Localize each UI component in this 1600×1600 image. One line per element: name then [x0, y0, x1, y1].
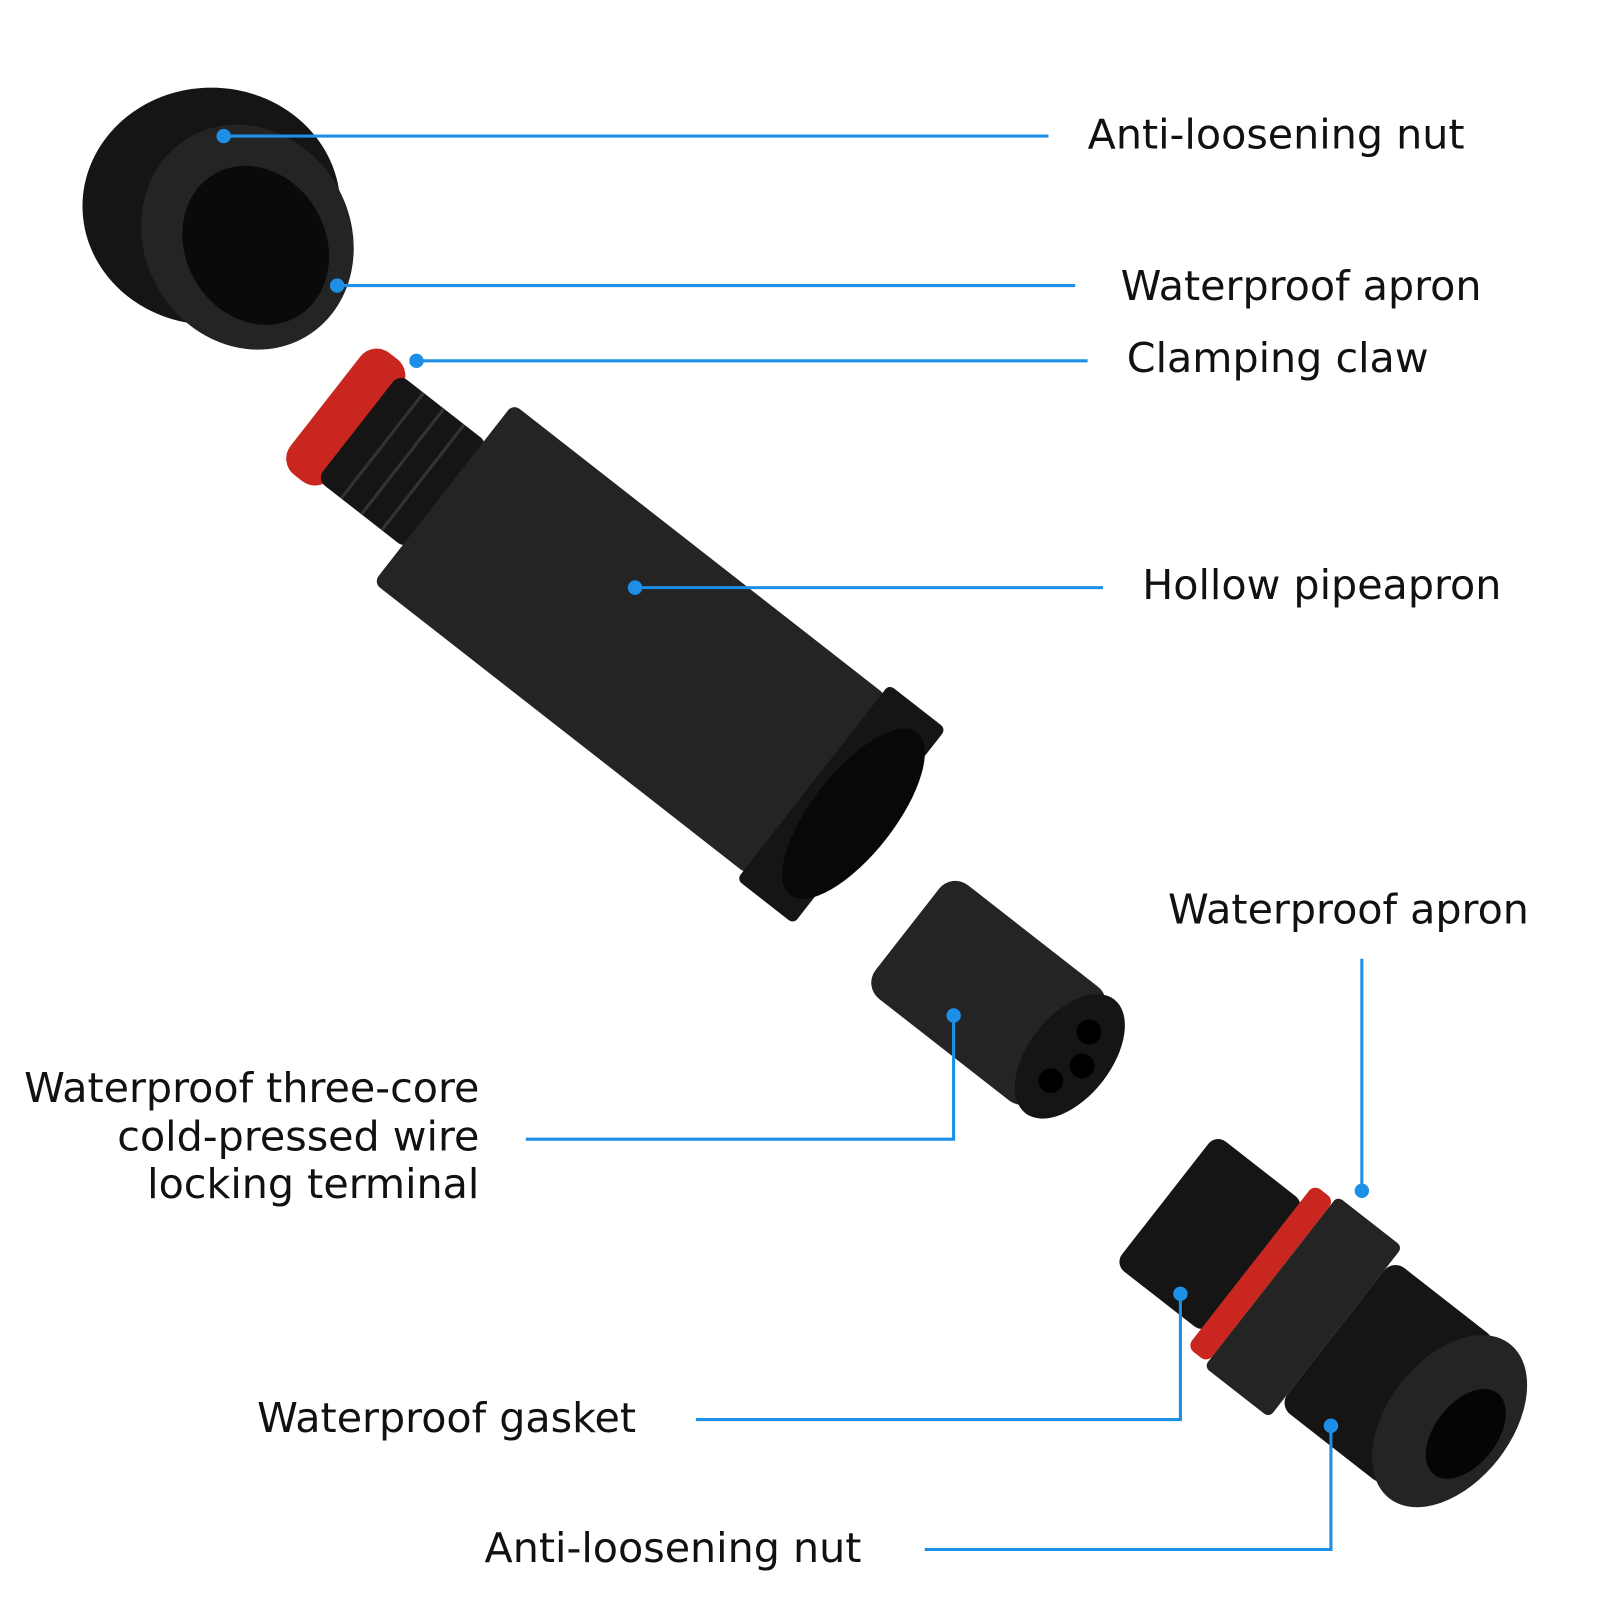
label-nut-top: Anti-loosening nut [1088, 110, 1465, 158]
label-terminal-line1: Waterproof three-core [24, 1064, 479, 1112]
leader-terminal [525, 1008, 961, 1141]
label-terminal-line2: cold-pressed wire [117, 1113, 479, 1161]
label-apron-top: Waterproof apron [1121, 262, 1482, 310]
label-hollow-pipe: Hollow pipeapron [1142, 561, 1501, 609]
leader-clamping-claw [409, 353, 1088, 369]
leader-apron-top [329, 278, 1076, 293]
label-nut-bottom: Anti-loosening nut [485, 1524, 862, 1572]
leader-hollow-pipe [627, 580, 1104, 595]
top-anti-loosening-nut [82, 87, 354, 350]
label-apron-bottom: Waterproof apron [1168, 886, 1529, 934]
label-terminal-line3: locking terminal [147, 1160, 479, 1208]
leader-gasket [695, 1286, 1188, 1422]
leader-apron-bottom [1354, 958, 1370, 1198]
main-body [286, 348, 944, 922]
clamping-claw-ribs [339, 391, 466, 532]
three-core-terminal [871, 880, 1125, 1119]
leader-nut-top [216, 128, 1049, 144]
leader-nut-bottom [924, 1418, 1339, 1552]
label-clamping-claw: Clamping claw [1127, 334, 1429, 382]
label-gasket: Waterproof gasket [257, 1394, 636, 1442]
